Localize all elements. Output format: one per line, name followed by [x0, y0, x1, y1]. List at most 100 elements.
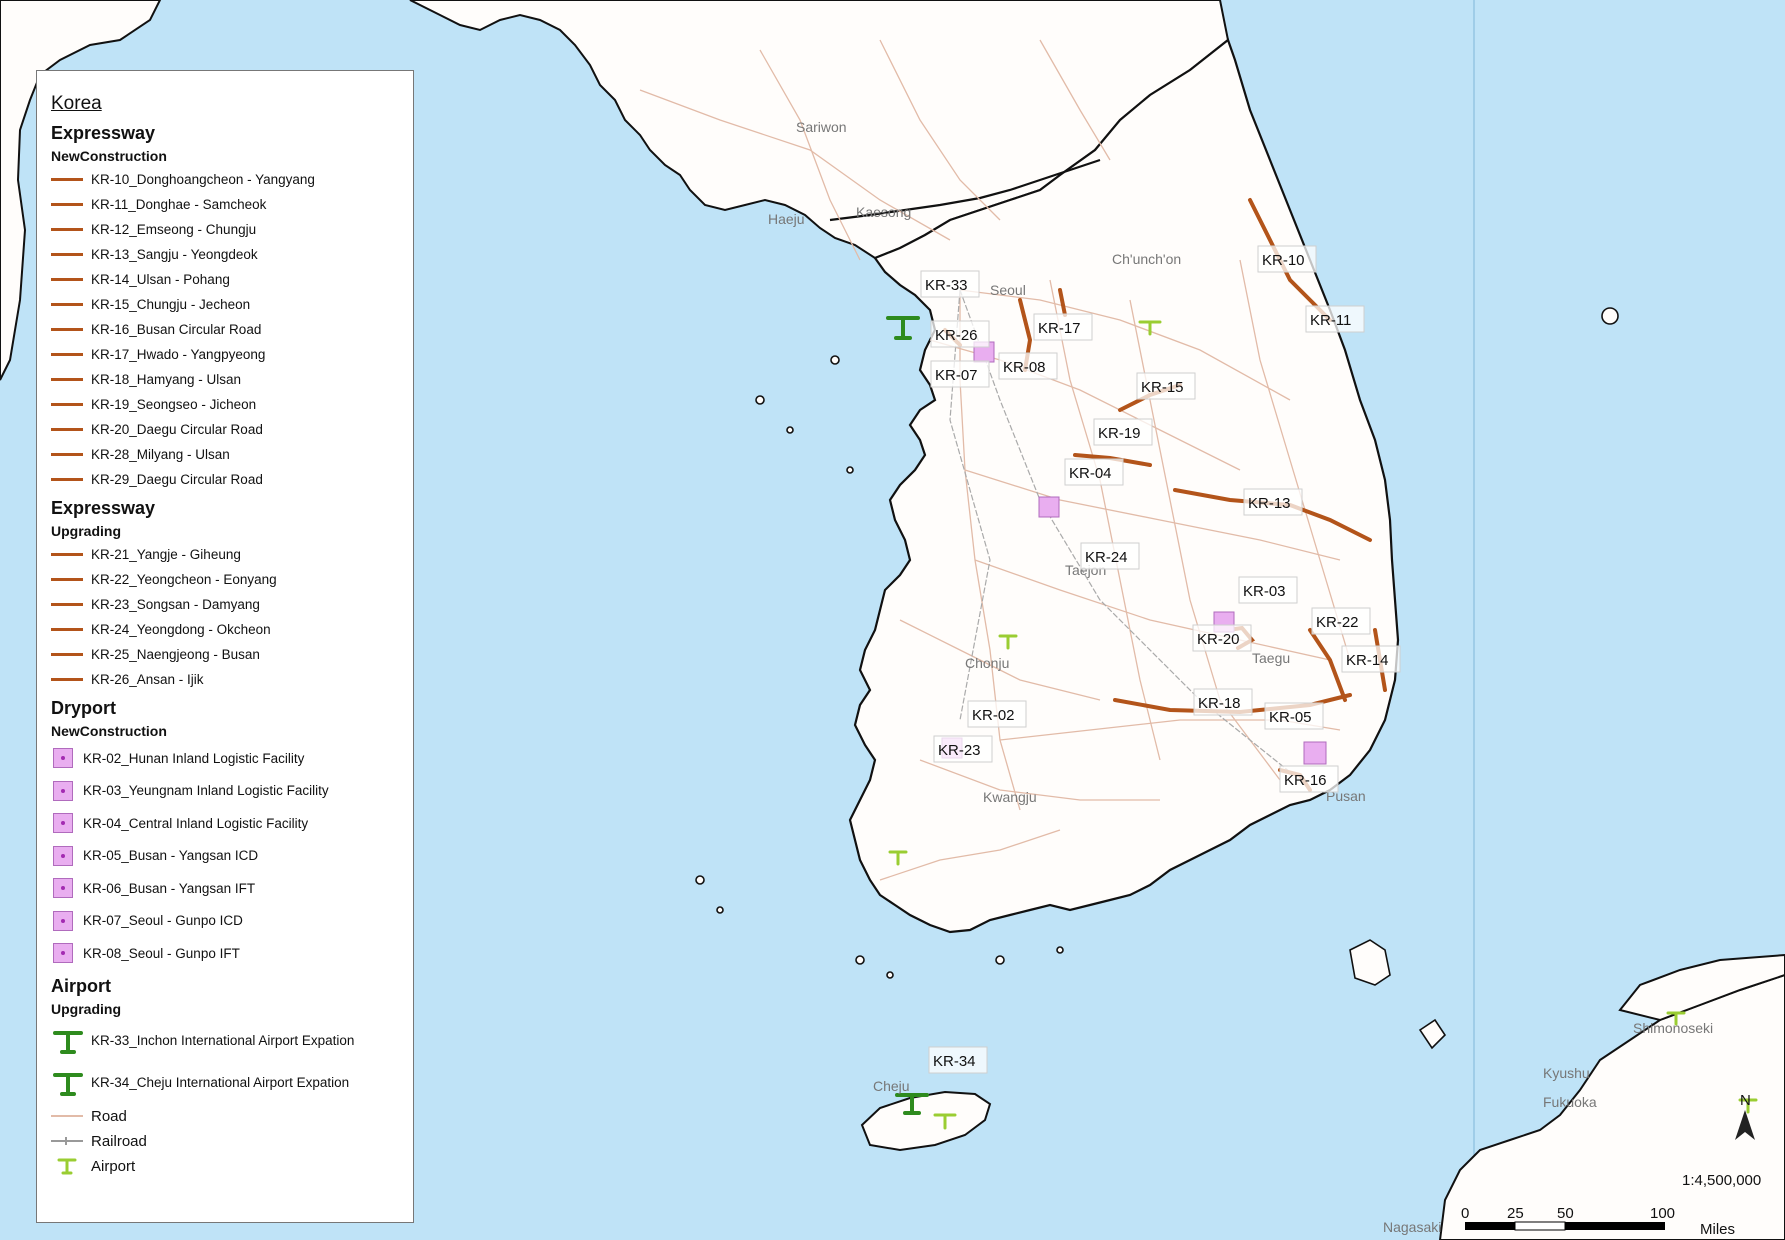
legend-item: KR-05_Busan - Yangsan ICD [51, 840, 401, 873]
legend-item: KR-14_Ulsan - Pohang [51, 267, 401, 292]
expressway-line-icon [51, 628, 83, 631]
route-kr-17b [1058, 288, 1067, 317]
project-label: KR-23 [938, 742, 981, 759]
project-label-box [1257, 245, 1317, 273]
legend-item: KR-23_Songsan - Damyang [51, 592, 401, 617]
legend-item-label: KR-21_Yangje - Giheung [91, 547, 241, 562]
scale-unit: Miles [1700, 1221, 1735, 1238]
project-label: KR-17 [1038, 320, 1081, 337]
project-label: KR-08 [1003, 359, 1046, 376]
project-label: KR-34 [933, 1053, 976, 1070]
railroad-line-icon [51, 1137, 83, 1145]
legend-item-label: KR-05_Busan - Yangsan ICD [83, 848, 259, 864]
legend-item-label: KR-28_Milyang - Ulsan [91, 447, 230, 462]
project-label-box [967, 700, 1027, 728]
project-label: KR-19 [1098, 425, 1141, 442]
legend-item: KR-07_Seoul - Gunpo ICD [51, 905, 401, 938]
legend-item-label: KR-29_Daegu Circular Road [91, 472, 263, 487]
legend-item-label: KR-26_Ansan - Ijik [91, 672, 204, 687]
north-label: N [1740, 1092, 1751, 1109]
project-label: KR-16 [1284, 772, 1327, 789]
legend-item-label: KR-17_Hwado - Yangpyeong [91, 347, 266, 362]
project-label: KR-11 [1310, 312, 1351, 329]
legend-item-label: KR-25_Naengjeong - Busan [91, 647, 260, 662]
city-label: Fukuoka [1543, 1094, 1597, 1110]
city-label: Chonju [965, 655, 1009, 671]
legend-item: KR-15_Chungju - Jecheon [51, 292, 401, 317]
border-line [829, 158, 1101, 222]
project-label-box [1305, 305, 1365, 333]
project-label: KR-07 [935, 367, 978, 384]
project-label: KR-04 [1069, 465, 1112, 482]
project-label-box [1093, 418, 1153, 446]
city-label: Kaesong [856, 204, 911, 220]
project-label-box [928, 1046, 988, 1074]
project-label: KR-10 [1262, 252, 1305, 269]
project-label-box [920, 270, 980, 298]
expressway-line-icon [51, 578, 83, 581]
legend-item: KR-17_Hwado - Yangpyeong [51, 342, 401, 367]
expressway-line-icon [51, 278, 83, 281]
legend-item: KR-02_Hunan Inland Logistic Facility [51, 742, 401, 775]
expressway-line-icon [51, 603, 83, 606]
legend-group-heading: Dryport [51, 698, 117, 718]
legend-item: KR-03_Yeungnam Inland Logistic Facility [51, 775, 401, 808]
legend-item: KR-22_Yeongcheon - Eonyang [51, 567, 401, 592]
expressway-line-icon [51, 328, 83, 331]
route-kr-19 [1073, 453, 1152, 467]
legend-group-heading: Airport [51, 975, 111, 996]
project-label-box [1264, 702, 1324, 730]
legend-item-label: KR-33_Inchon International Airport Expat… [91, 1033, 355, 1048]
legend-item-label: KR-19_Seongseo - Jicheon [91, 397, 257, 412]
expressway-line-icon [51, 178, 83, 181]
expressway-line-icon [51, 403, 83, 406]
project-label-box [1192, 624, 1252, 652]
legend-item: KR-33_Inchon International Airport Expat… [51, 1020, 401, 1062]
city-label: Shimonoseki [1633, 1020, 1713, 1036]
city-label: Sariwon [796, 119, 847, 135]
legend-item: KR-29_Daegu Circular Road [51, 467, 401, 492]
project-label: KR-05 [1269, 709, 1312, 726]
project-label-box [1341, 645, 1401, 673]
legend-railroad: Railroad [51, 1129, 401, 1154]
city-label: Kwangju [983, 789, 1037, 805]
legend-item: KR-20_Daegu Circular Road [51, 417, 401, 442]
route-kr-22 [1308, 628, 1347, 702]
legend-item-label: KR-13_Sangju - Yeongdeok [91, 247, 258, 262]
legend-item: KR-06_Busan - Yangsan IFT [51, 872, 401, 905]
scale-tick-50: 50 [1557, 1205, 1574, 1222]
legend-item: KR-08_Seoul - Gunpo IFT [51, 937, 401, 970]
legend-item-label: KR-02_Hunan Inland Logistic Facility [83, 750, 305, 766]
legend-group-heading: Expressway [51, 498, 156, 518]
legend-item: KR-25_Naengjeong - Busan [51, 642, 401, 667]
expressway-line-icon [51, 678, 83, 681]
legend-title: Korea [51, 93, 102, 114]
project-label: KR-33 [925, 277, 968, 294]
project-label: KR-14 [1346, 652, 1389, 669]
project-label: KR-15 [1141, 379, 1184, 396]
legend-item-label: KR-18_Hamyang - Ulsan [91, 372, 242, 387]
airport-base-markers [888, 320, 1758, 1130]
expressway-line-icon [51, 203, 83, 206]
project-label-box [998, 352, 1058, 380]
legend-item: KR-26_Ansan - Ijik [51, 667, 401, 692]
legend-group-subheading: Upgrading [51, 1000, 121, 1017]
north-arrow: N [1735, 1092, 1755, 1140]
legend-item: KR-11_Donghae - Samcheok [51, 192, 401, 217]
west-coast-land [0, 0, 162, 381]
expressway-line-icon [51, 253, 83, 256]
legend-item-label: KR-12_Emseong - Chungju [91, 222, 257, 237]
project-label: KR-24 [1085, 549, 1128, 566]
city-labels: SariwonKaesongHaejuSeoulCh'unch'onTaejon… [768, 119, 1713, 1235]
city-label: Ch'unch'on [1112, 251, 1181, 267]
expressway-line-icon [51, 378, 83, 381]
legend-item-label: KR-10_Donghoangcheon - Yangyang [91, 172, 315, 187]
scale-tick-25: 25 [1507, 1205, 1524, 1222]
legend-item: KR-16_Busan Circular Road [51, 317, 401, 342]
dryport-square-icon [53, 780, 73, 801]
city-label: Taegu [1252, 650, 1290, 666]
legend-road: Road [51, 1104, 401, 1129]
legend-item: KR-10_Donghoangcheon - Yangyang [51, 167, 401, 192]
